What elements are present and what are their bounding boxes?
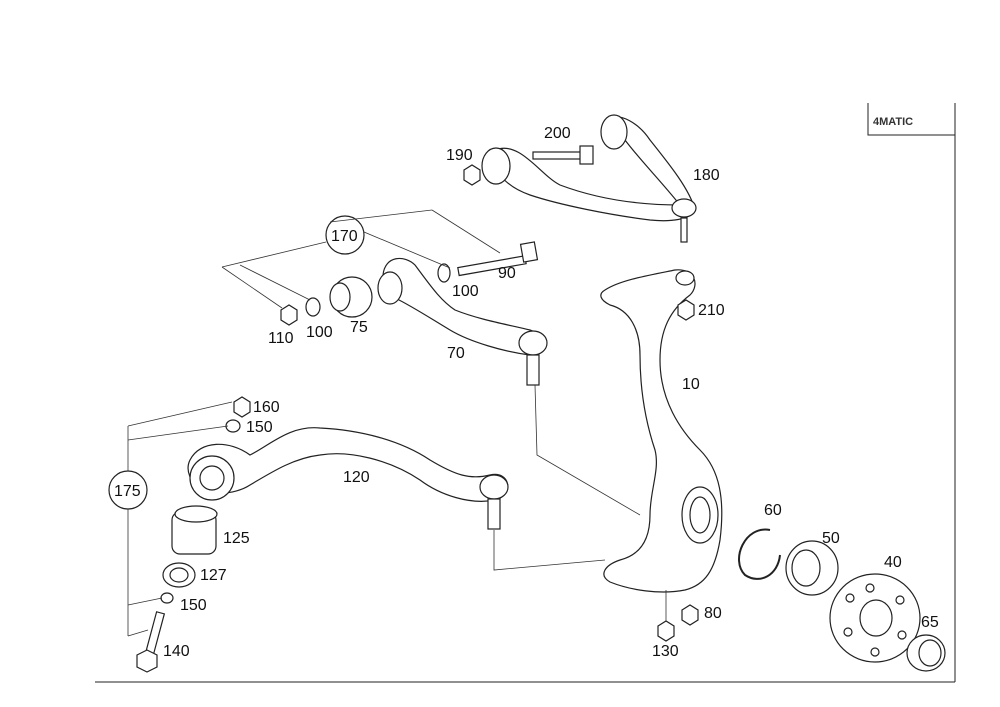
label-175: 175 xyxy=(114,483,141,500)
label-10: 10 xyxy=(682,376,700,393)
label-180: 180 xyxy=(693,167,720,184)
4matic-badge: 4MATIC xyxy=(867,103,955,136)
wheel-bearing-50 xyxy=(785,540,839,596)
label-200: 200 xyxy=(544,125,571,142)
label-90: 90 xyxy=(498,265,516,282)
nut-110 xyxy=(280,304,298,326)
label-140: 140 xyxy=(163,643,190,660)
nut-160 xyxy=(233,396,251,418)
label-65: 65 xyxy=(921,614,939,631)
control-arm-70 xyxy=(377,257,548,386)
dust-cap-65 xyxy=(906,634,946,672)
upper-control-arm-180 xyxy=(481,114,697,243)
label-40: 40 xyxy=(884,554,902,571)
label-150-upper: 150 xyxy=(246,419,273,436)
label-50: 50 xyxy=(822,530,840,547)
bushing-75 xyxy=(329,276,373,318)
label-190: 190 xyxy=(446,147,473,164)
label-100-lower: 100 xyxy=(306,324,333,341)
label-210: 210 xyxy=(698,302,725,319)
nut-190 xyxy=(463,164,481,186)
label-60: 60 xyxy=(764,502,782,519)
washer-100-upper xyxy=(437,263,451,283)
snap-ring-60 xyxy=(738,528,781,580)
lower-control-arm-120 xyxy=(187,427,509,530)
washer-150-lower xyxy=(160,592,174,604)
label-130: 130 xyxy=(652,643,679,660)
wheel-hub-40 xyxy=(829,573,921,663)
group-bracket-175 xyxy=(108,401,233,637)
seal-127 xyxy=(162,562,196,588)
bolt-140 xyxy=(136,611,166,673)
group-bracket-170 xyxy=(221,209,501,309)
label-80: 80 xyxy=(704,605,722,622)
label-125: 125 xyxy=(223,530,250,547)
washer-150-upper xyxy=(225,419,241,433)
label-120: 120 xyxy=(343,469,370,486)
label-110: 110 xyxy=(268,330,294,347)
nut-80 xyxy=(681,604,699,626)
bolt-200 xyxy=(532,145,594,165)
label-70: 70 xyxy=(447,345,465,362)
bushing-125 xyxy=(171,505,218,555)
label-75: 75 xyxy=(350,319,368,336)
nut-210 xyxy=(677,299,695,321)
label-150-lower: 150 xyxy=(180,597,207,614)
badge-text: 4MATIC xyxy=(873,116,913,128)
label-127: 127 xyxy=(200,567,227,584)
label-170: 170 xyxy=(331,228,358,245)
leader-balljoint-120 xyxy=(493,530,606,571)
leader-balljoint-70 xyxy=(534,384,641,516)
label-160: 160 xyxy=(253,399,280,416)
washer-100-lower xyxy=(305,297,321,317)
nut-130 xyxy=(657,620,675,642)
bolt-90 xyxy=(457,241,539,277)
label-100-upper: 100 xyxy=(452,283,479,300)
